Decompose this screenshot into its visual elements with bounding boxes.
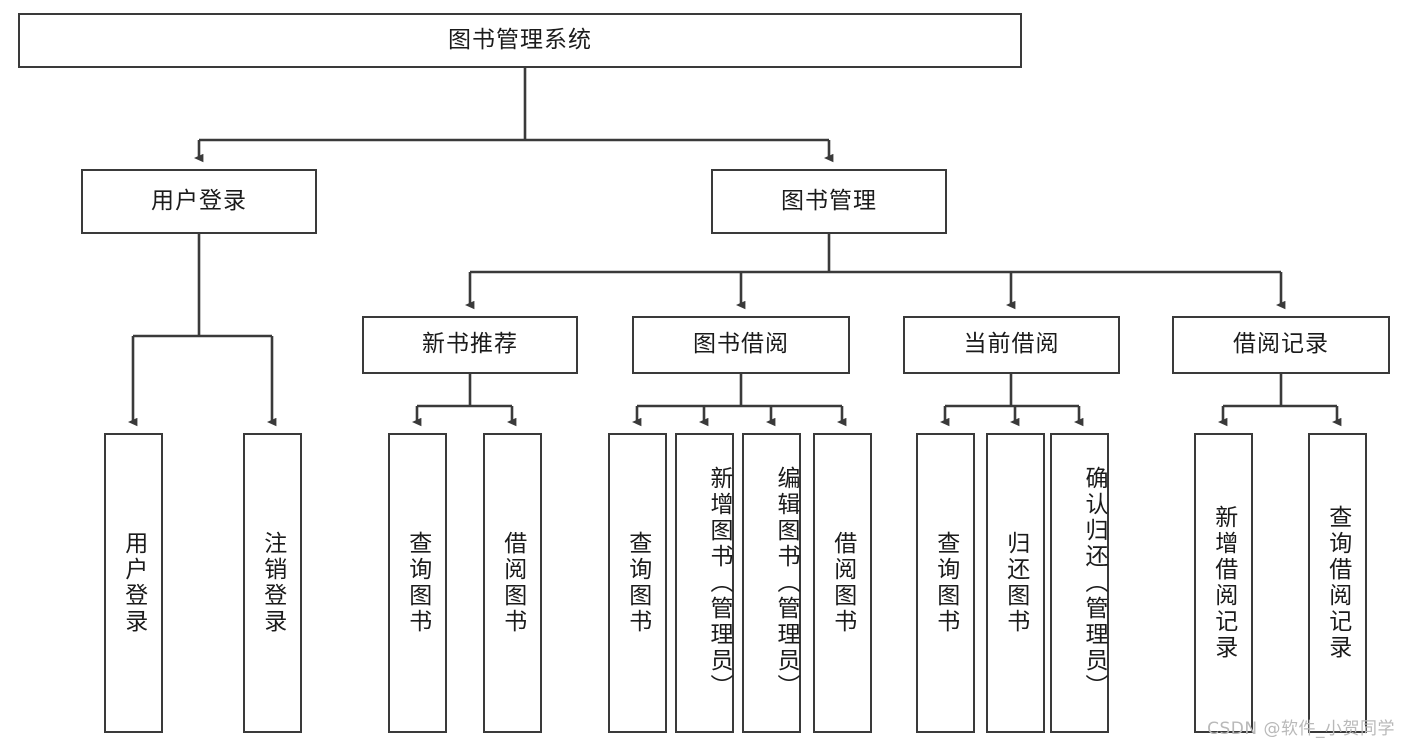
leaf-query-book-1-label: 查询图书: [404, 531, 431, 635]
leaf-add-book[interactable]: 新增图书（管理员）: [675, 433, 734, 733]
node-current-borrow[interactable]: 当前借阅: [903, 316, 1120, 374]
node-root[interactable]: 图书管理系统: [18, 13, 1022, 68]
leaf-user-login[interactable]: 用户登录: [104, 433, 163, 733]
leaf-query-book-2[interactable]: 查询图书: [608, 433, 667, 733]
leaf-edit-book-label: 编辑图书（管理员）: [773, 466, 799, 700]
node-book-manage-label: 图书管理: [781, 187, 877, 214]
leaf-logout-label: 注销登录: [259, 531, 286, 635]
leaf-query-record-label: 查询借阅记录: [1324, 505, 1351, 661]
leaf-query-book-3-label: 查询图书: [932, 531, 959, 635]
node-book-borrow[interactable]: 图书借阅: [632, 316, 850, 374]
node-new-book-recommend-label: 新书推荐: [422, 331, 518, 358]
leaf-user-login-label: 用户登录: [120, 531, 147, 635]
leaf-query-book-2-label: 查询图书: [624, 531, 651, 635]
leaf-confirm-return-label: 确认归还（管理员）: [1081, 466, 1107, 700]
leaf-edit-book[interactable]: 编辑图书（管理员）: [742, 433, 801, 733]
node-borrow-record[interactable]: 借阅记录: [1172, 316, 1390, 374]
leaf-add-record[interactable]: 新增借阅记录: [1194, 433, 1253, 733]
leaf-borrow-book-1[interactable]: 借阅图书: [483, 433, 542, 733]
node-borrow-record-label: 借阅记录: [1233, 331, 1329, 358]
leaf-query-book-3[interactable]: 查询图书: [916, 433, 975, 733]
node-current-borrow-label: 当前借阅: [963, 331, 1060, 358]
node-user-login[interactable]: 用户登录: [81, 169, 317, 234]
leaf-borrow-book-2[interactable]: 借阅图书: [813, 433, 872, 733]
leaf-query-record[interactable]: 查询借阅记录: [1308, 433, 1367, 733]
leaf-borrow-book-1-label: 借阅图书: [499, 531, 526, 635]
csdn-watermark: CSDN @软件_小贺同学: [1207, 719, 1395, 739]
leaf-logout[interactable]: 注销登录: [243, 433, 302, 733]
leaf-add-book-label: 新增图书（管理员）: [706, 466, 732, 700]
leaf-query-book-1[interactable]: 查询图书: [388, 433, 447, 733]
leaf-return-book[interactable]: 归还图书: [986, 433, 1045, 733]
node-new-book-recommend[interactable]: 新书推荐: [362, 316, 578, 374]
leaf-confirm-return[interactable]: 确认归还（管理员）: [1050, 433, 1109, 733]
leaf-add-record-label: 新增借阅记录: [1210, 505, 1237, 661]
leaf-return-book-label: 归还图书: [1002, 531, 1029, 635]
node-user-login-label: 用户登录: [151, 187, 247, 214]
node-root-label: 图书管理系统: [448, 26, 592, 53]
leaf-borrow-book-2-label: 借阅图书: [829, 531, 856, 635]
node-book-manage[interactable]: 图书管理: [711, 169, 947, 234]
node-book-borrow-label: 图书借阅: [693, 331, 789, 358]
